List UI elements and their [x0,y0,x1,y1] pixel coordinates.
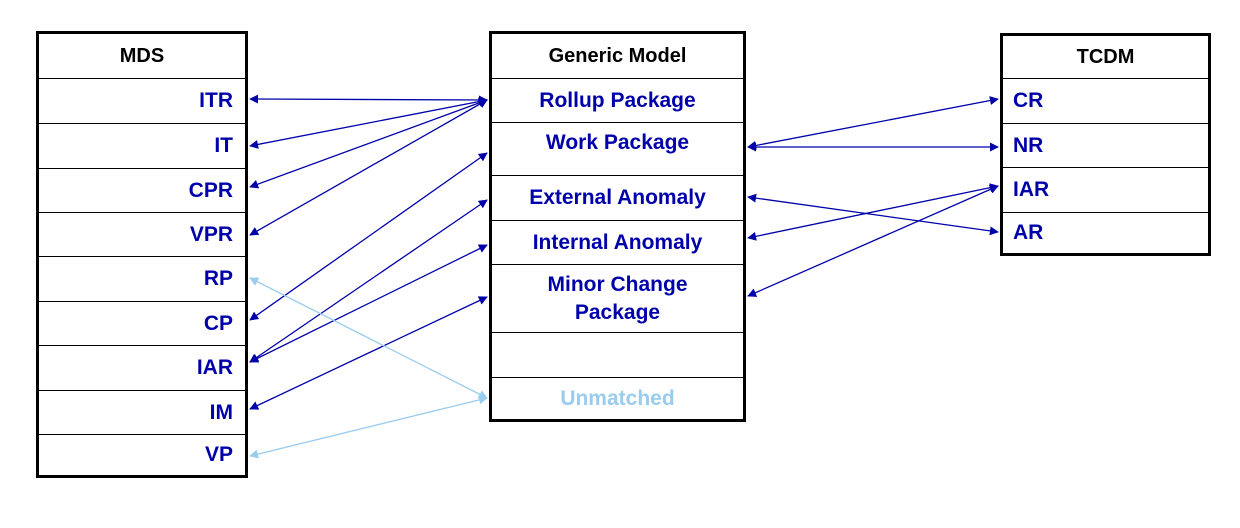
link-vp-unmatched [249,395,488,459]
generic-row-internal-anomaly: Internal Anomaly [492,221,743,265]
mds-row-iar: IAR [39,346,245,391]
generic-row-empty [492,333,743,378]
mds-table: MDS ITR IT CPR VPR RP CP IAR IM VP [36,31,248,478]
generic-row-unmatched: Unmatched [560,386,675,410]
tcdm-row-nr: NR [1003,124,1208,168]
tcdm-table: TCDM CR NR IAR AR [1000,33,1211,256]
mds-row-cpr: CPR [39,169,245,213]
link-iar-external-anomaly [249,199,488,363]
link-vpr-rollup [249,99,488,236]
link-work-package-cr [747,96,999,150]
link-im-minor-change [249,296,488,410]
mds-row-im: IM [39,391,245,435]
generic-row-external-anomaly: External Anomaly [492,176,743,221]
mds-row-rp: RP [39,257,245,302]
mds-row-vp: VP [204,443,233,466]
link-internal-anomaly-iar [747,183,999,241]
tcdm-header: TCDM [1003,36,1208,79]
tcdm-row-cr: CR [1003,79,1208,124]
link-external-anomaly-ar [747,193,999,236]
link-minor-change-iar [747,185,999,297]
tcdm-row-ar: AR [1013,221,1044,244]
generic-row-work-package: Work Package [492,123,743,176]
link-iar-internal-anomaly [249,244,488,363]
link-it-rollup [249,97,488,149]
generic-row-rollup-package: Rollup Package [492,79,743,123]
link-itr-rollup [249,94,488,105]
mds-row-it: IT [39,124,245,169]
link-cp-work-package [249,152,488,321]
generic-model-table: Generic Model Rollup Package Work Packag… [489,31,746,422]
mds-row-itr: ITR [39,79,245,124]
mds-row-vpr: VPR [39,213,245,257]
mds-row-cp: CP [39,302,245,346]
link-rp-unmatched [249,277,488,399]
tcdm-row-iar: IAR [1003,168,1208,213]
generic-header: Generic Model [492,34,743,79]
generic-row-minor-change-package: Minor Change Package [492,265,743,333]
link-cpr-rollup [249,98,488,189]
mds-header: MDS [39,34,245,79]
